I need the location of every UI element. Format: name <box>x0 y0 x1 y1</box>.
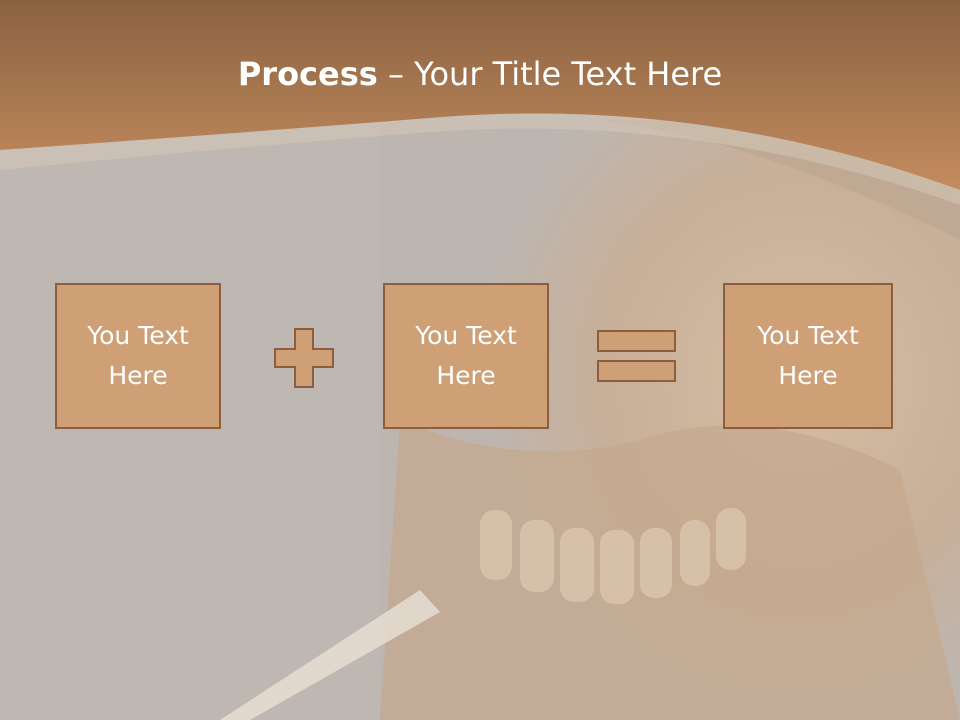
title-bold: Process <box>237 55 378 93</box>
equals-icon <box>597 330 676 382</box>
process-box-1[interactable]: You Text Here <box>55 283 221 429</box>
process-box-3-label: You Text Here <box>757 321 859 390</box>
title-dash: – <box>377 55 415 93</box>
plus-icon <box>274 328 334 388</box>
title-rest: Your Title Text Here <box>414 55 723 93</box>
process-box-2[interactable]: You Text Here <box>383 283 549 429</box>
process-box-1-label: You Text Here <box>87 321 189 390</box>
slide-title: Process – Your Title Text Here <box>0 52 960 96</box>
process-box-2-label: You Text Here <box>415 321 517 390</box>
process-box-3[interactable]: You Text Here <box>723 283 893 429</box>
